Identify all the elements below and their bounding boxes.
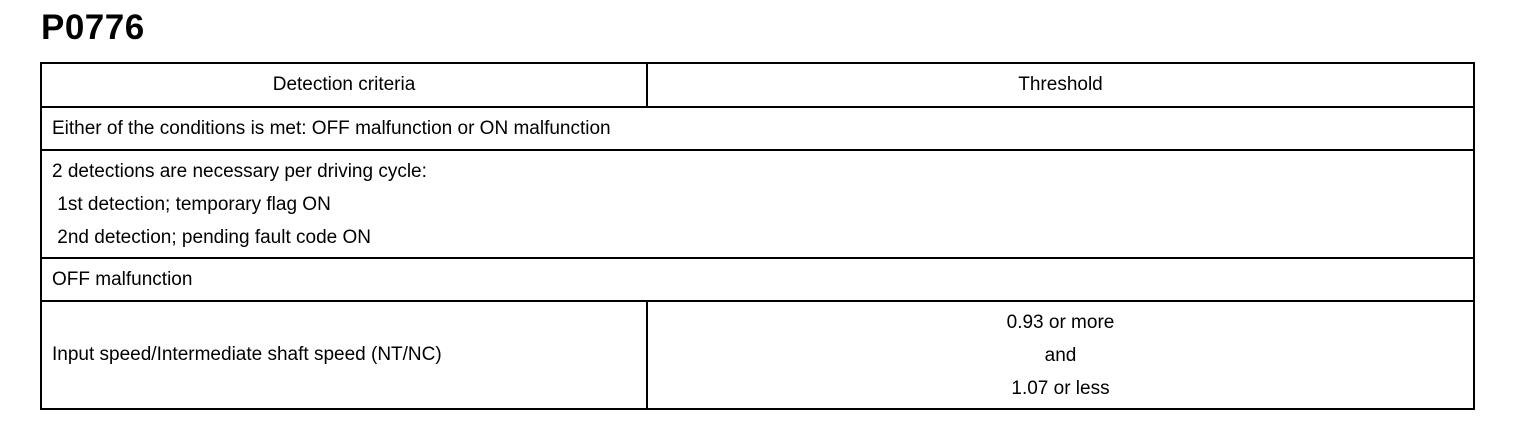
off-malfunction-heading: OFF malfunction xyxy=(40,257,1475,302)
detection-note-line: 1st detection; temporary flag ON xyxy=(52,193,331,215)
column-header-threshold: Threshold xyxy=(646,62,1475,108)
table-row: Either of the conditions is met: OFF mal… xyxy=(40,106,1475,151)
table-row: Input speed/Intermediate shaft speed (NT… xyxy=(40,300,1475,410)
table-row: 2 detections are necessary per driving c… xyxy=(40,149,1475,259)
detection-note-line: 2nd detection; pending fault code ON xyxy=(52,226,372,248)
page-title: P0776 xyxy=(41,8,145,47)
column-header-criteria: Detection criteria xyxy=(40,62,648,108)
threshold-line: and xyxy=(1044,344,1077,366)
detection-note-line: 2 detections are necessary per driving c… xyxy=(52,160,427,182)
detection-criteria-table: Detection criteria Threshold Either of t… xyxy=(40,62,1475,410)
detection-note-cell: 2 detections are necessary per driving c… xyxy=(40,149,1475,259)
threshold-line: 0.93 or more xyxy=(1006,311,1115,333)
condition-heading: Either of the conditions is met: OFF mal… xyxy=(40,106,1475,151)
table-row: OFF malfunction xyxy=(40,257,1475,302)
threshold-cell: 0.93 or more and 1.07 or less xyxy=(646,300,1475,410)
criteria-cell: Input speed/Intermediate shaft speed (NT… xyxy=(40,300,648,410)
table-header-row: Detection criteria Threshold xyxy=(40,62,1475,108)
threshold-line: 1.07 or less xyxy=(1011,377,1110,399)
